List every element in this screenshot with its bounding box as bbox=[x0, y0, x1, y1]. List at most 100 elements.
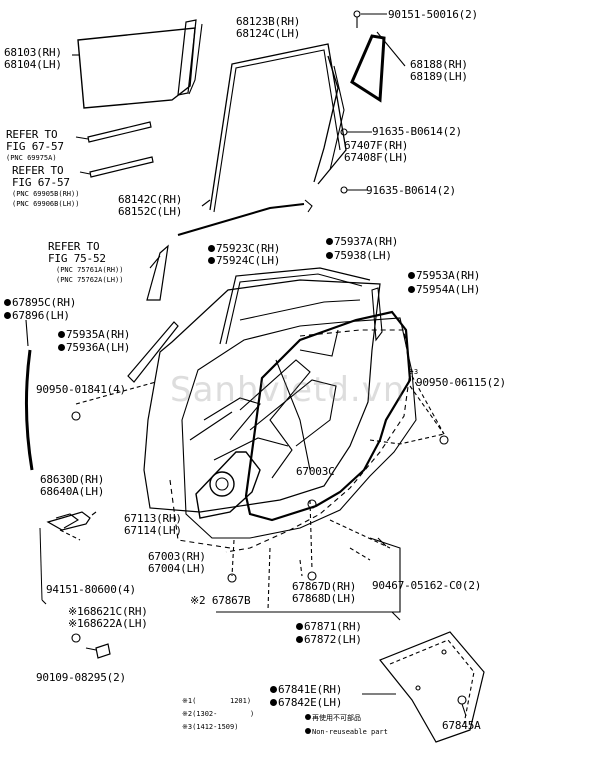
non-reusable-icon bbox=[208, 257, 215, 264]
footnote: ) bbox=[250, 710, 255, 718]
reference-label: FIG 75-52 bbox=[48, 252, 106, 265]
legend-item: Non-reuseable part bbox=[305, 728, 388, 737]
part-label: 68188(RH) bbox=[410, 58, 468, 71]
reference-note: (PNC 75761A(RH)) bbox=[56, 266, 124, 274]
part-label: 67408F(LH) bbox=[344, 151, 409, 164]
part-label: 68124C(LH) bbox=[236, 27, 301, 40]
non-reusable-icon bbox=[208, 245, 215, 252]
reference-label: REFER TO bbox=[12, 164, 64, 177]
part-label: 67845A bbox=[442, 719, 481, 732]
footnote: ※2(1302- bbox=[182, 710, 218, 718]
part-label: 90950-06115(2) bbox=[416, 376, 506, 389]
door-moulding bbox=[127, 321, 179, 383]
part-label: 75923C(RH) bbox=[208, 243, 280, 255]
door-seal bbox=[244, 310, 412, 522]
non-reusable-icon bbox=[305, 714, 311, 720]
clip-icon bbox=[457, 695, 467, 705]
part-label: 68630D(RH) bbox=[40, 473, 105, 486]
clip-icon bbox=[227, 573, 237, 583]
part-label: 75924C(LH) bbox=[208, 255, 280, 267]
part-label: 94151-80600(4) bbox=[46, 583, 136, 596]
side-moulding bbox=[146, 244, 169, 301]
part-label: 90109-08295(2) bbox=[36, 671, 126, 684]
clip-icon bbox=[307, 571, 317, 581]
reference-label: FIG 67-57 bbox=[6, 140, 64, 153]
part-label: 67842E(LH) bbox=[270, 697, 342, 709]
reference-label: REFER TO bbox=[48, 240, 100, 253]
non-reusable-icon bbox=[270, 699, 277, 706]
non-reusable-icon bbox=[326, 238, 333, 245]
screw-icon bbox=[353, 10, 361, 18]
part-label: ※168622A(LH) bbox=[68, 617, 148, 630]
reference-label: REFER TO bbox=[6, 128, 58, 141]
non-reusable-icon bbox=[305, 728, 311, 734]
non-reusable-icon bbox=[4, 312, 11, 319]
part-label: 67871(RH) bbox=[296, 621, 362, 633]
part-label: 67113(RH) bbox=[124, 512, 182, 525]
non-reusable-icon bbox=[4, 299, 11, 306]
part-label: 90151-50016(2) bbox=[388, 8, 478, 21]
weatherstrip bbox=[177, 203, 305, 236]
part-label: ※2 67867B bbox=[190, 594, 251, 607]
part-label: 67003(RH) bbox=[148, 550, 206, 563]
non-reusable-icon bbox=[296, 623, 303, 630]
clip-icon bbox=[415, 685, 421, 691]
part-label: 67114(LH) bbox=[124, 524, 182, 537]
door-trim-panel bbox=[379, 631, 485, 743]
clip-icon bbox=[71, 411, 81, 421]
clip-icon bbox=[340, 128, 348, 136]
clip-icon bbox=[441, 649, 447, 655]
footnote: ※1( bbox=[182, 697, 197, 705]
belt-moulding bbox=[87, 121, 152, 143]
footnote: 1201) bbox=[230, 697, 252, 705]
belt-weatherstrip bbox=[371, 287, 383, 342]
clip-icon bbox=[439, 435, 449, 445]
door-outer-panel bbox=[143, 279, 381, 513]
part-label: 68103(RH) bbox=[4, 46, 62, 59]
part-label: ※168621C(RH) bbox=[68, 605, 148, 618]
part-label: 68142C(RH) bbox=[118, 193, 183, 206]
part-label: 67841E(RH) bbox=[270, 684, 342, 696]
part-label: 91635-B0614(2) bbox=[366, 184, 456, 197]
non-reusable-icon bbox=[58, 331, 65, 338]
part-label: 68189(LH) bbox=[410, 70, 468, 83]
watermark: Sanhvietd.vn bbox=[170, 370, 406, 410]
door-glass bbox=[77, 27, 196, 109]
part-label: 75937A(RH) bbox=[326, 236, 398, 248]
part-label: 75935A(RH) bbox=[58, 329, 130, 341]
part-label: 67872(LH) bbox=[296, 634, 362, 646]
legend-item: 再使用不可部品 bbox=[305, 714, 361, 723]
part-label: 91635-B0614(2) bbox=[372, 125, 462, 138]
part-label: 90467-05162-C0(2) bbox=[372, 579, 482, 592]
part-label: 75954A(LH) bbox=[408, 284, 480, 296]
part-label: 75953A(RH) bbox=[408, 270, 480, 282]
part-label: 68123B(RH) bbox=[236, 15, 301, 28]
non-reusable-icon bbox=[58, 344, 65, 351]
reference-note: (PNC 69975A) bbox=[6, 154, 57, 162]
door-handle bbox=[46, 511, 91, 531]
part-label: 67895C(RH) bbox=[4, 297, 76, 309]
part-label: 67004(LH) bbox=[148, 562, 206, 575]
part-label: 67896(LH) bbox=[4, 310, 70, 322]
door-inner-panel bbox=[181, 317, 417, 539]
reference-note: (PNC 69906B(LH)) bbox=[12, 200, 80, 208]
part-label: 67003C bbox=[296, 465, 335, 478]
reference-label: FIG 67-57 bbox=[12, 176, 70, 189]
part-label: 68640A(LH) bbox=[40, 485, 105, 498]
division-bar bbox=[209, 43, 347, 211]
part-label: 75938(LH) bbox=[326, 250, 392, 262]
reference-note: (PNC 69905B(RH)) bbox=[12, 190, 80, 198]
belt-moulding bbox=[89, 156, 154, 178]
clip-icon bbox=[307, 499, 317, 509]
footnote: ※3(1412-1509) bbox=[182, 723, 239, 731]
non-reusable-icon bbox=[326, 252, 333, 259]
part-label: 68152C(LH) bbox=[118, 205, 183, 218]
glass-run-channel bbox=[177, 19, 197, 96]
non-reusable-icon bbox=[408, 272, 415, 279]
part-label: 67868D(LH) bbox=[292, 592, 357, 605]
part-label: 67867D(RH) bbox=[292, 580, 357, 593]
part-label: 90950-01841(4) bbox=[36, 383, 126, 396]
part-label: 67407F(RH) bbox=[344, 139, 409, 152]
part-label: 68104(LH) bbox=[4, 58, 62, 71]
